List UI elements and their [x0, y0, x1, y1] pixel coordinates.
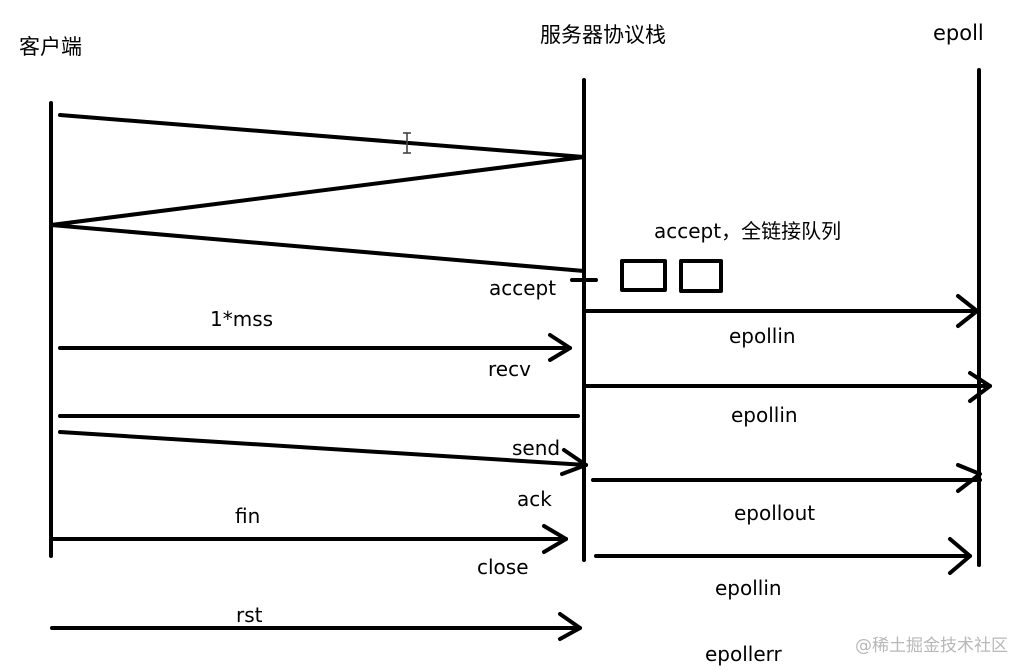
mss-arrowhead: [548, 333, 572, 362]
send-ack-arrowhead: [560, 448, 588, 476]
accept-queue-label: accept，全链接队列: [654, 219, 842, 243]
close-label: close: [477, 555, 529, 579]
queue-slot-1: [620, 259, 667, 292]
epoll-event-label-4: epollin: [715, 576, 782, 600]
rst-label: rst: [236, 603, 263, 627]
epoll-column-label: epoll: [933, 21, 984, 45]
queue-slot-2: [679, 259, 723, 293]
recv-label: recv: [488, 357, 531, 381]
watermark-text: @稀土掘金技术社区: [855, 636, 1008, 656]
epoll-event-label-5: epollerr: [705, 642, 782, 666]
send-ack-arrow: [58, 430, 588, 467]
send-label: send: [512, 436, 561, 460]
epoll-event-label-2: epollin: [731, 403, 798, 427]
fin-arrowhead: [542, 524, 568, 554]
syn-ack-line: [49, 155, 586, 227]
ack-line: [49, 223, 586, 273]
epoll-event-label-3: epollout: [734, 501, 816, 525]
epoll-event-label-1: epollin: [729, 324, 796, 348]
rst-arrowhead: [558, 612, 582, 641]
server-column-label: 服务器协议栈: [540, 23, 666, 47]
fin-label: fin: [235, 504, 261, 528]
accept-label: accept: [489, 276, 557, 300]
epoll-arrowhead-2: [968, 371, 992, 403]
mss-label: 1*mss: [210, 307, 274, 331]
epoll-arrowhead-4: [948, 537, 972, 575]
epoll-arrowhead-3: [956, 463, 982, 493]
epoll-arrowhead-1: [956, 294, 979, 328]
text-cursor-icon: [403, 132, 411, 154]
client-column-label: 客户端: [19, 35, 82, 59]
syn-line: [58, 113, 586, 159]
ack-label: ack: [517, 487, 552, 511]
